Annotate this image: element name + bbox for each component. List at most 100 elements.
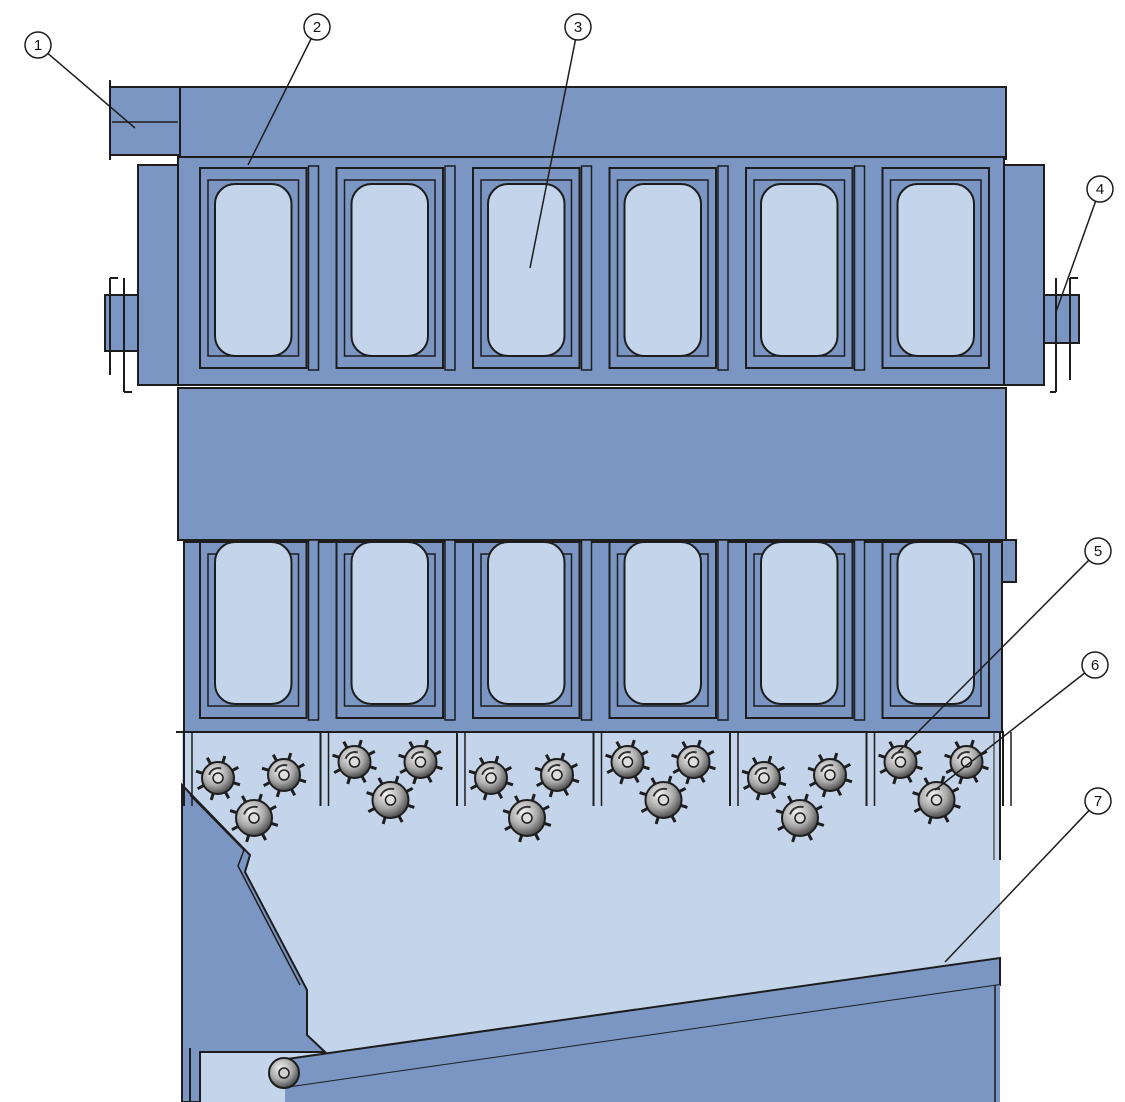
roller-tooth bbox=[269, 805, 277, 811]
roller-tooth bbox=[502, 809, 511, 815]
roller-tooth bbox=[357, 739, 363, 748]
roller-hub bbox=[278, 769, 290, 781]
roller-tooth bbox=[699, 775, 706, 784]
roller-hub bbox=[551, 769, 563, 781]
roller-tooth bbox=[640, 807, 649, 813]
roller-hub bbox=[212, 772, 224, 784]
roller-icon bbox=[229, 793, 279, 843]
left-sloped-wall bbox=[181, 782, 328, 1102]
roller-tooth bbox=[497, 791, 504, 800]
roller-tooth bbox=[399, 768, 408, 775]
roller-tooth bbox=[958, 776, 964, 785]
leader-line bbox=[247, 38, 312, 166]
roller-tooth bbox=[606, 768, 615, 775]
roller-tooth bbox=[681, 740, 688, 749]
roller-tooth bbox=[619, 776, 625, 785]
roller-tooth bbox=[642, 765, 650, 771]
roller-tooth bbox=[969, 739, 975, 748]
roller-tooth bbox=[544, 753, 551, 762]
callout-2: 2 bbox=[247, 13, 331, 166]
roller-tooth bbox=[742, 784, 751, 791]
lower-divider bbox=[580, 539, 593, 721]
roller-tooth bbox=[245, 834, 251, 843]
roller-tooth bbox=[205, 756, 212, 765]
roller-arc bbox=[379, 787, 395, 797]
callout-3: 3 bbox=[529, 13, 592, 269]
roller-tooth bbox=[195, 769, 204, 775]
roller-tooth bbox=[333, 768, 342, 775]
lower-window bbox=[623, 541, 702, 705]
roller-tooth bbox=[685, 776, 691, 785]
roller-tooth bbox=[270, 821, 279, 827]
roller-tooth bbox=[815, 805, 823, 811]
lower-window bbox=[350, 541, 429, 705]
roller-tooth bbox=[543, 821, 552, 827]
roller-icon bbox=[944, 739, 989, 785]
roller-tooth bbox=[534, 766, 543, 772]
numbered-circle-icon bbox=[1086, 175, 1114, 203]
roller-hub bbox=[414, 756, 427, 768]
callout-label: 4 bbox=[1096, 181, 1104, 198]
roller-tooth bbox=[366, 791, 374, 797]
roller-icon bbox=[878, 739, 923, 785]
outlet-flange bbox=[1043, 294, 1080, 344]
upper-divider bbox=[444, 165, 456, 371]
roller-tooth bbox=[906, 775, 913, 784]
roller-arc bbox=[410, 750, 424, 760]
rollers bbox=[195, 739, 989, 843]
roller-tooth bbox=[654, 816, 660, 825]
roller-tooth bbox=[221, 755, 227, 764]
roller-tooth bbox=[944, 753, 952, 759]
lower-window bbox=[896, 541, 975, 705]
roller-tooth bbox=[927, 816, 933, 825]
right-side-housing bbox=[999, 164, 1045, 386]
roller-tooth bbox=[563, 788, 570, 797]
roller-tooth bbox=[670, 815, 677, 823]
roller-tooth bbox=[405, 787, 414, 793]
roller-tooth bbox=[791, 834, 797, 843]
leader-line bbox=[1055, 200, 1097, 313]
hopper-section bbox=[181, 730, 1001, 1102]
roller-tooth bbox=[514, 795, 520, 803]
roller-tooth bbox=[913, 749, 922, 756]
roller-hub bbox=[621, 756, 634, 768]
lower-divider bbox=[853, 539, 866, 721]
lower-window bbox=[487, 541, 566, 705]
roller-tooth bbox=[469, 784, 478, 791]
roller-tooth bbox=[778, 781, 787, 787]
roller-icon bbox=[195, 755, 241, 801]
roller-tooth bbox=[435, 765, 443, 771]
roller-hub bbox=[824, 769, 836, 781]
callout-7: 7 bbox=[944, 787, 1112, 963]
roller-tooth bbox=[678, 787, 687, 793]
roller-hub bbox=[894, 756, 907, 768]
leader-line bbox=[529, 39, 577, 269]
lower-divider bbox=[307, 539, 320, 721]
roller-tooth bbox=[953, 803, 961, 809]
callout-label: 3 bbox=[574, 19, 582, 36]
roller-tooth bbox=[229, 809, 238, 815]
lower-divider bbox=[444, 539, 456, 721]
callout-6: 6 bbox=[934, 651, 1109, 791]
roller-arc bbox=[547, 763, 561, 773]
roller-tooth bbox=[342, 740, 349, 749]
numbered-circle-icon bbox=[1081, 651, 1109, 679]
upper-window bbox=[487, 183, 566, 357]
roller-tooth bbox=[504, 825, 512, 831]
roller-tooth bbox=[912, 791, 920, 797]
upper-cells bbox=[199, 165, 990, 371]
callout-label: 7 bbox=[1094, 793, 1102, 810]
conveyor-base bbox=[285, 985, 1000, 1102]
roller-hub bbox=[687, 756, 700, 768]
roller-arc bbox=[754, 766, 768, 776]
leader-line bbox=[944, 809, 1090, 963]
roller-tooth bbox=[231, 765, 240, 772]
roller-tooth bbox=[398, 753, 406, 759]
roller-tooth bbox=[530, 793, 536, 802]
roller-tooth bbox=[807, 766, 816, 772]
roller-tooth bbox=[775, 809, 784, 815]
roller-tooth bbox=[836, 788, 843, 797]
roller-hub bbox=[930, 794, 943, 806]
callout-label: 5 bbox=[1094, 543, 1102, 560]
roller-icon bbox=[605, 739, 650, 785]
